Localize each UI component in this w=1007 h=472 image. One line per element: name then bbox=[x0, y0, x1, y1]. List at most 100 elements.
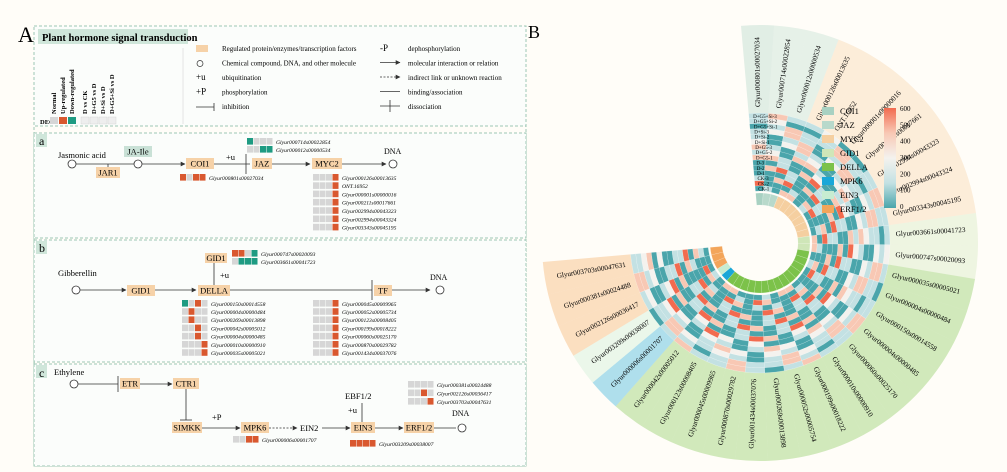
expression-cell bbox=[326, 182, 332, 189]
legend-title: Plant hormone signal transduction bbox=[42, 33, 198, 44]
jaz-node: JAZ bbox=[252, 158, 272, 169]
ethylene-label: Ethylene bbox=[54, 367, 84, 377]
expression-cell bbox=[313, 182, 319, 189]
expression-cell bbox=[313, 215, 319, 223]
section-c: c bbox=[33, 363, 527, 467]
gene-row: Glyur002994s00043323 bbox=[313, 207, 397, 215]
expression-cell bbox=[182, 300, 188, 307]
circos-sample-label: CK-3 bbox=[757, 177, 769, 182]
expression-cell bbox=[201, 300, 208, 307]
gene-id: Glyur003343s00045195 bbox=[342, 226, 397, 232]
expression-cell bbox=[195, 332, 201, 340]
circos-sample-label: D+G5-2 bbox=[756, 151, 773, 156]
expression-cell bbox=[313, 316, 319, 323]
heatmap-cell bbox=[821, 233, 828, 245]
expression-cell bbox=[313, 223, 319, 231]
expression-cell bbox=[408, 381, 414, 388]
gene-id: Glyur000126s00013635 bbox=[342, 176, 397, 182]
heatmap-cell bbox=[630, 253, 639, 274]
expression-cell bbox=[421, 398, 427, 405]
ebf12-label: EBF1/2 bbox=[345, 391, 371, 401]
svg-text:MYC2: MYC2 bbox=[315, 159, 339, 169]
dna-label-a: DNA bbox=[384, 147, 402, 156]
heatmap-cell bbox=[749, 325, 764, 332]
heatmap-cell bbox=[745, 361, 765, 368]
svg-text:GID1: GID1 bbox=[206, 253, 225, 263]
heatmap-cell bbox=[821, 243, 828, 255]
etr-node: ETR bbox=[120, 378, 140, 389]
gene-row: Glyur001434s00037076 bbox=[313, 349, 397, 357]
expression-cell bbox=[319, 223, 326, 231]
circos-sample-label: D+G5+Si-3 bbox=[753, 115, 777, 120]
legend-item-text: Chemical compound, DNA, and other molecu… bbox=[222, 60, 356, 68]
expression-cell bbox=[195, 324, 201, 332]
gene-row: Glyur003209s00038007 bbox=[350, 440, 434, 448]
circos-sample-label: D+G5+Si-1 bbox=[754, 125, 778, 130]
gene-id: Glyur000381s00024488 bbox=[437, 383, 492, 389]
expression-cell bbox=[414, 398, 421, 405]
deg-legend-cell bbox=[107, 116, 117, 125]
expression-cell bbox=[180, 174, 186, 181]
heatmap-cell bbox=[747, 341, 764, 348]
expression-cell bbox=[427, 381, 434, 388]
gene-id: Glyur002994s00043324 bbox=[342, 217, 397, 223]
gene-row: Glyur000747s00020093 bbox=[232, 250, 316, 258]
svg-text:EIN3: EIN3 bbox=[354, 423, 372, 433]
expression-cell bbox=[245, 258, 251, 265]
expression-cell bbox=[188, 332, 195, 340]
heatmap-cell bbox=[762, 299, 772, 306]
heatmap-cell bbox=[816, 243, 823, 254]
circos-sample-label: D-3 bbox=[756, 162, 764, 167]
gene-label-band bbox=[883, 264, 976, 312]
expression-cell bbox=[313, 308, 319, 315]
expression-cell bbox=[326, 308, 332, 315]
section-b: b bbox=[33, 239, 527, 363]
deg-legend-cell bbox=[59, 117, 67, 124]
gene-label-band bbox=[852, 318, 938, 396]
group-ring-segment bbox=[755, 192, 764, 206]
gene-id: Glyur000199s00018222 bbox=[342, 326, 397, 332]
expression-cell bbox=[188, 308, 195, 315]
legend-title-box bbox=[38, 29, 188, 44]
gene-row: Glyur000199s00018222 bbox=[313, 324, 397, 332]
legend-item-text: inhibition bbox=[222, 103, 250, 111]
gene-label-band bbox=[764, 370, 801, 461]
gene-label-band bbox=[855, 95, 941, 171]
expression-cell bbox=[195, 341, 201, 348]
heatmap-cell bbox=[811, 235, 818, 244]
simkk-node: SIMKK bbox=[172, 422, 202, 433]
colorbar-tick: 500 bbox=[900, 121, 911, 129]
dna-label-c: DNA bbox=[452, 409, 470, 418]
heatmap-cell bbox=[746, 351, 765, 358]
expression-cell bbox=[326, 316, 332, 323]
expression-cell bbox=[313, 190, 319, 198]
circos-sample-label: D+Si-2 bbox=[755, 136, 770, 141]
gene-id: Glyur002126s00036417 bbox=[437, 391, 492, 397]
expression-cell bbox=[326, 300, 332, 307]
expression-cell bbox=[238, 258, 245, 265]
legend-swatch bbox=[822, 121, 834, 129]
circos-sample-label: D+G5+Si-2 bbox=[753, 120, 777, 125]
gene-label-band bbox=[573, 310, 661, 383]
expression-cell bbox=[195, 300, 201, 307]
heatmap-cell bbox=[752, 304, 763, 311]
expression-cell bbox=[326, 198, 332, 206]
expression-cell bbox=[245, 250, 251, 257]
dna-circle-a bbox=[388, 159, 398, 169]
gene-row: Glyur000870s00029782 bbox=[313, 341, 397, 349]
circos-sample-label: D+G5-3 bbox=[755, 146, 772, 151]
expression-cell bbox=[195, 308, 201, 315]
colorbar-tick: 0 bbox=[900, 203, 904, 211]
gene-row: Glyur000126s00013635 bbox=[313, 174, 397, 182]
gene-label-band bbox=[558, 292, 649, 356]
svg-text:DELLA: DELLA bbox=[200, 286, 229, 296]
expression-cell bbox=[332, 308, 339, 315]
colorbar-tick: 200 bbox=[900, 170, 911, 178]
expression-cell bbox=[363, 440, 369, 447]
dna-circle-b bbox=[435, 285, 445, 295]
expression-cell bbox=[182, 332, 188, 340]
circos-sample-label: D-1 bbox=[757, 172, 765, 177]
circos-gene-label: Glyur001434s00037076 bbox=[748, 378, 759, 449]
colorbar bbox=[884, 108, 896, 208]
circos-sample-label: D+G5-1 bbox=[756, 156, 773, 161]
